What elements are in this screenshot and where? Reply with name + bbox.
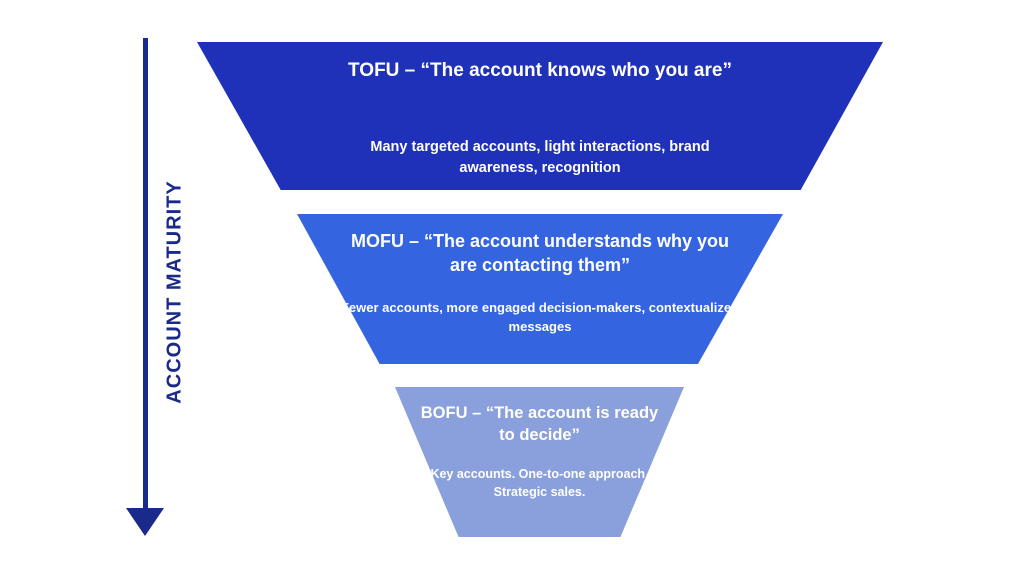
- maturity-axis-line: [143, 38, 148, 516]
- stage-description: Many targeted accounts, light interactio…: [197, 137, 883, 179]
- funnel-stage-tofu: TOFU – “The account knows who you are” M…: [197, 42, 883, 190]
- stage-title-line: to decide”: [499, 426, 580, 445]
- stage-description-line: awareness, recognition: [459, 160, 621, 177]
- funnel-stage-mofu: MOFU – “The account understands why you …: [297, 214, 783, 364]
- stage-title: BOFU – “The account is ready to decide”: [395, 402, 684, 447]
- stage-title-line: BOFU – “The account is ready: [420, 404, 659, 422]
- axis-label: ACCOUNT MATURITY: [163, 180, 186, 404]
- stage-title-line: MOFU – “The account understands why you: [350, 231, 730, 251]
- funnel-stage-bofu: BOFU – “The account is ready to decide” …: [395, 387, 684, 537]
- stage-description-line: Many targeted accounts, light interactio…: [370, 139, 710, 155]
- stage-description-line: messages: [508, 318, 572, 334]
- stage-description: Key accounts. One-to-one approach. Strat…: [395, 465, 684, 501]
- arrow-down-icon: [126, 508, 164, 536]
- stage-description-line: Key accounts. One-to-one approach.: [430, 467, 649, 481]
- stage-description-line: Fewer accounts, more engaged decision-ma…: [340, 300, 740, 315]
- stage-title: MOFU – “The account understands why you …: [297, 229, 783, 278]
- stage-description: Fewer accounts, more engaged decision-ma…: [297, 299, 783, 337]
- stage-title-line: are contacting them”: [449, 255, 631, 276]
- stage-description-line: Strategic sales.: [493, 485, 586, 500]
- stage-title: TOFU – “The account knows who you are”: [348, 60, 732, 81]
